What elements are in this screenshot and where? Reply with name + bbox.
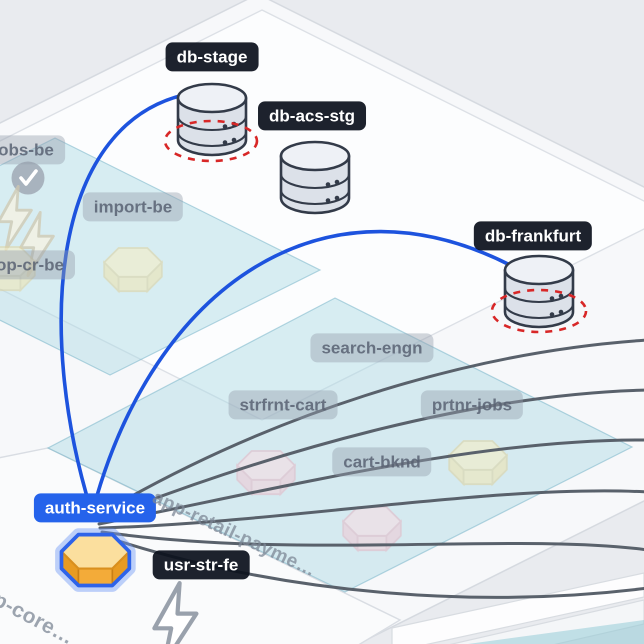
upper-panel: [0, 9, 644, 421]
label-db-stage[interactable]: db-stage: [165, 42, 259, 72]
label-db-frankfurt[interactable]: db-frankfurt: [473, 221, 593, 251]
label-op-cr-be[interactable]: op-cr-be: [0, 250, 75, 280]
ghost-hexagon-pink-1[interactable]: [236, 450, 296, 496]
connection-gray-4: [98, 489, 644, 530]
connection-auth-db-frankfurt: [91, 229, 525, 512]
label-prtnr-jobs[interactable]: prtnr-jobs: [420, 390, 524, 420]
ghost-hexagon-yellow-1[interactable]: [103, 247, 163, 293]
label-strfrnt-cart[interactable]: strfrnt-cart: [228, 390, 338, 420]
alert-ring-db-stage: [163, 119, 259, 163]
auth-service-hexagon-selected[interactable]: [61, 535, 129, 586]
connection-gray-2: [96, 388, 644, 522]
connection-gray-3: [97, 438, 644, 526]
label-auth-service[interactable]: auth-service: [33, 493, 157, 523]
label-db-acs-stg[interactable]: db-acs-stg: [258, 101, 366, 131]
label-obs-be[interactable]: obs-be: [0, 135, 65, 165]
label-search-engn[interactable]: search-engn: [310, 333, 434, 363]
zone-app-retail[interactable]: [46, 297, 634, 593]
db-stage-icon[interactable]: [176, 82, 248, 157]
label-cart-bknd[interactable]: cart-bknd: [332, 447, 432, 477]
blue-connections[interactable]: [59, 91, 525, 512]
connection-gray-1: [95, 338, 644, 518]
connection-auth-db-stage: [59, 91, 195, 512]
label-import-be[interactable]: import-be: [82, 192, 184, 222]
label-usr-str-fe[interactable]: usr-str-fe: [152, 550, 250, 580]
db-frankfurt-icon[interactable]: [503, 254, 575, 329]
connection-gray-5: [100, 530, 644, 552]
db-acs-stg-icon[interactable]: [279, 140, 351, 215]
platform-edge: [391, 572, 644, 644]
gray-connections[interactable]: [95, 338, 644, 599]
ghost-hexagon-yellow-3[interactable]: [448, 440, 508, 486]
alert-ring-db-frankfurt: [490, 288, 588, 334]
